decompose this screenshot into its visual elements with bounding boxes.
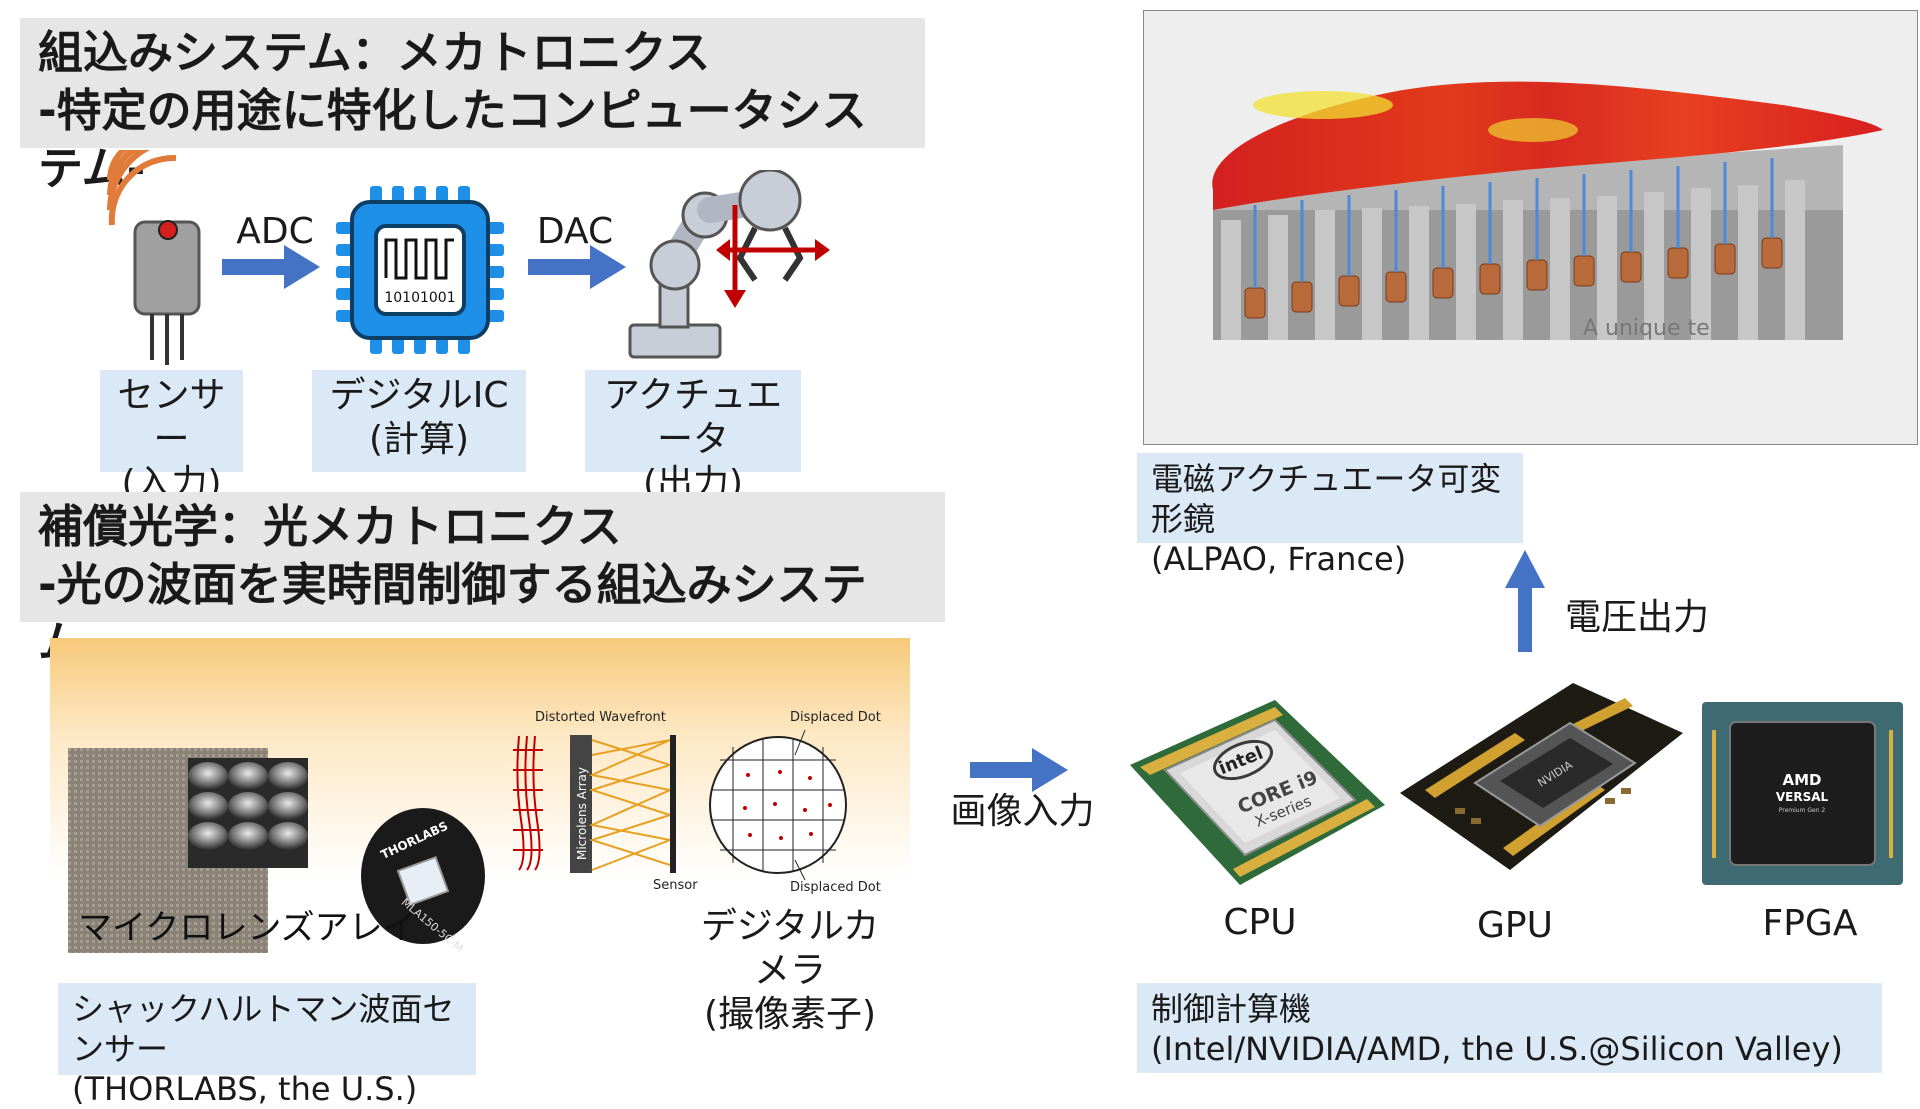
robot-arm-icon bbox=[628, 170, 830, 359]
fpga-sub-text: Premium Gen 2 bbox=[1779, 807, 1826, 814]
displaced-dot-bottom-label: Displaced Dot bbox=[790, 880, 881, 895]
sensor-label: センサー (入力) bbox=[100, 370, 243, 504]
embedded-title: 組込みシステム：メカトロニクス -特定の用途に特化したコンピュータシステム- bbox=[20, 18, 925, 195]
digital-camera-label: デジタルカメラ (撮像素子) bbox=[685, 905, 895, 1037]
mirror-caption-line1: 電磁アクチュエータ可変形鏡 bbox=[1151, 460, 1502, 538]
camera-label-line2: (撮像素子) bbox=[703, 994, 877, 1035]
image-input-arrow-icon bbox=[970, 748, 1068, 792]
fpga-chip-image: AMD VERSAL Premium Gen 2 bbox=[1702, 702, 1903, 885]
microlens-array-diagram-label: Microlens Array bbox=[575, 767, 589, 860]
cpu-label: CPU bbox=[1223, 902, 1297, 943]
deformable-mirror-image: A unique te bbox=[1143, 10, 1918, 445]
control-computer-caption: 制御計算機 (Intel/NVIDIA/AMD, the U.S.@Silico… bbox=[1137, 983, 1882, 1073]
gpu-board-image: NVIDIA bbox=[1400, 683, 1683, 870]
ic-label-line2: (計算) bbox=[368, 419, 470, 460]
deformable-mirror-caption: 電磁アクチュエータ可変形鏡 (ALPAO, France) bbox=[1137, 453, 1523, 578]
gpu-label: GPU bbox=[1477, 905, 1553, 946]
dac-label: DAC bbox=[536, 211, 614, 252]
adc-arrow-icon bbox=[222, 245, 320, 289]
wfs-caption-line1: シャックハルトマン波面センサー bbox=[72, 990, 455, 1068]
computer-caption-line1: 制御計算機 bbox=[1151, 990, 1312, 1028]
camera-label-line1: デジタルカメラ bbox=[700, 906, 880, 991]
computer-caption-line2: (Intel/NVIDIA/AMD, the U.S.@Silicon Vall… bbox=[1151, 1030, 1843, 1068]
adaptive-title-line2: -光の波面を実時間制御する組込みシステム- bbox=[38, 558, 867, 669]
distorted-wavefront-label: Distorted Wavefront bbox=[535, 710, 666, 725]
embedded-title-line1: 組込みシステム：メカトロニクス bbox=[38, 26, 711, 79]
digital-ic-icon: 10101001 bbox=[336, 186, 504, 354]
ic-binary-text: 10101001 bbox=[384, 290, 455, 306]
wfs-caption-line2: (THORLABS, the U.S.) bbox=[72, 1070, 418, 1108]
ic-label-line1: デジタルIC bbox=[329, 375, 509, 416]
cpu-chip-image: intel CORE i9 X-series bbox=[1130, 700, 1385, 885]
adaptive-title: 補償光学：光メカトロニクス -光の波面を実時間制御する組込みシステム- bbox=[20, 492, 945, 669]
voltage-output-arrow-icon bbox=[1505, 550, 1545, 652]
sensor-label-line1: センサー bbox=[117, 375, 226, 460]
actuator-label: アクチュエータ (出力) bbox=[585, 370, 801, 504]
mirror-photo-text: A unique te bbox=[1583, 316, 1710, 341]
shack-hartmann-diagram: Distorted Wavefront Displaced Dot Microl… bbox=[513, 710, 881, 895]
microlens-array-image: THORLABS MLA150-5C-M bbox=[68, 748, 485, 953]
wavefront-sensor-caption: シャックハルトマン波面センサー (THORLABS, the U.S.) bbox=[58, 983, 476, 1108]
actuator-label-line1: アクチュエータ bbox=[603, 375, 783, 460]
sensor-icon bbox=[107, 150, 201, 365]
sensor-diagram-label: Sensor bbox=[653, 878, 698, 893]
displaced-dot-top-label: Displaced Dot bbox=[790, 710, 881, 725]
fpga-label: FPGA bbox=[1762, 903, 1858, 944]
mirror-caption-line2: (ALPAO, France) bbox=[1151, 540, 1407, 578]
fpga-model-text: VERSAL bbox=[1776, 790, 1829, 804]
fpga-brand-text: AMD bbox=[1783, 771, 1822, 789]
digital-ic-label: デジタルIC (計算) bbox=[312, 370, 526, 472]
adaptive-title-line1: 補償光学：光メカトロニクス bbox=[38, 500, 622, 553]
voltage-output-label: 電圧出力 bbox=[1565, 597, 1710, 638]
adc-label: ADC bbox=[236, 211, 314, 252]
image-input-label: 画像入力 bbox=[950, 791, 1095, 832]
dac-arrow-icon bbox=[528, 245, 626, 289]
microlens-label: マイクロレンズアレイ bbox=[78, 908, 417, 948]
